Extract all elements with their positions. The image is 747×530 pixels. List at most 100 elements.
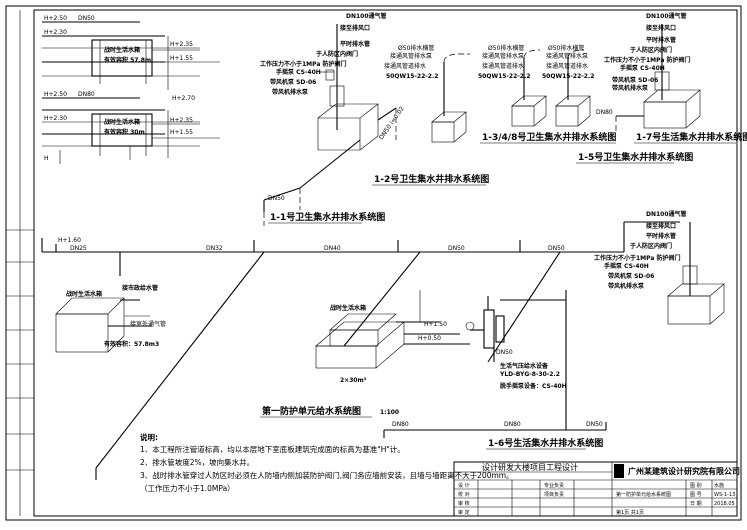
left-tank-details xyxy=(42,21,220,164)
pump-link-b: 接通风管道排水 xyxy=(384,62,426,70)
vent-label-3: DN100通气管 xyxy=(646,210,687,218)
subsystem-1-1-drawing xyxy=(263,187,301,226)
valve-note-2: 工作压力不小于1MPa 防护阀门 xyxy=(604,56,691,64)
pump-tank-label: 战时生活水箱 xyxy=(330,304,366,312)
outlet-label-3: 接至排风口 xyxy=(645,222,676,230)
label-h155-b: H+1.55 xyxy=(170,129,193,136)
inner-frame xyxy=(33,9,738,517)
label-dn50-1-1: DN50 xyxy=(268,195,285,202)
note-3: 3、战时排水管穿过人防区时必须在人防墙内侧加装防护阀门,阀门务应墙前安装，且墙与… xyxy=(140,470,514,480)
big-tank-label: 战时生活水箱 xyxy=(66,290,102,298)
company-name: 广州某建筑设计研究院有限公司 xyxy=(628,466,740,476)
feed-pump-model: YLD-BYG-8-30-2.2 xyxy=(499,371,560,378)
p50-label-b: Ø50排水横管 xyxy=(488,44,524,52)
label-h160: H+1.60 xyxy=(58,237,81,244)
tb-val-2: WS-1-13 xyxy=(714,492,735,498)
company-logo-icon xyxy=(614,464,624,478)
pump-tank-volume: 2×30m³ xyxy=(340,377,367,384)
tank1-volume: 有效容积 57.8m xyxy=(104,56,151,64)
vent-pipe-label: 接室外通气管 xyxy=(130,320,166,328)
note-4: （工作压力不小于1.0MPa） xyxy=(140,483,235,493)
pump-tank-1: 带风机排水泵 xyxy=(272,88,309,96)
pump-link-a: 接通风管排水泵 xyxy=(390,52,432,60)
subsystem-title-1-7: 1-7号生活集水井排水系统图 xyxy=(636,131,747,143)
label-h230-b: H+2.30 xyxy=(44,115,67,122)
label-h235-b: H+2.35 xyxy=(170,117,193,124)
subsystem-1-7-drawing xyxy=(615,24,701,132)
label-dn25: DN25 xyxy=(70,245,87,252)
pump-model-b: 50QW15-22-2.2 xyxy=(478,73,530,80)
wall-pipe-label-3: 平时排水管 xyxy=(646,232,676,240)
pump-model-cs-3: 手摇泵 CS-40H xyxy=(604,262,649,270)
pump-tank-2: 带风机排水泵 xyxy=(612,84,649,92)
pump-model-a: 50QW15-22-2.2 xyxy=(386,73,438,80)
title-block xyxy=(453,461,738,517)
tb-col-3: 日 期 xyxy=(690,501,702,507)
valve-note-3: 工作压力不小于1MPa 防护阀门 xyxy=(594,254,681,262)
notes-heading: 说明: xyxy=(140,432,158,442)
outlet-label-1: 接至排风口 xyxy=(339,24,370,32)
tb-col-1: 图 别 xyxy=(690,482,702,489)
vent-label-1: DN100通气管 xyxy=(346,12,387,20)
pump-model-sd-3: 带风机泵 SD-06 xyxy=(608,272,654,280)
label-dn32: DN32 xyxy=(206,245,223,252)
pump-tank-3: 带风机排水泵 xyxy=(608,282,645,290)
label-dn80-1-7: DN80 xyxy=(596,109,613,116)
label-dn80-b: DN80 xyxy=(78,91,95,98)
label-h155: H+1.55 xyxy=(170,55,193,62)
subsystem-1-6-drawing xyxy=(667,222,725,325)
door-label-2: 于人防区内阀门 xyxy=(630,46,672,54)
label-dn50-top: DN50 xyxy=(78,15,95,22)
tb-role-5: 专业负责 xyxy=(544,482,564,489)
pump-link-c: 接通风管道排水 xyxy=(482,62,524,70)
manual-pump-label: 脱手摇泵设备：CS-40H xyxy=(500,382,567,390)
tb-role-3: 审 核 xyxy=(458,500,470,507)
vent-label-2: DN100通气管 xyxy=(646,12,687,20)
tb-val-3: 2018.05 xyxy=(714,501,735,507)
label-h: H xyxy=(44,155,49,162)
label-dn50-main: DN50 xyxy=(448,245,465,252)
label-dn50-bottom: DN50 xyxy=(586,421,603,428)
label-dn80-bottom-a: DN80 xyxy=(392,421,409,428)
subsystem-1-3-drawing xyxy=(511,49,591,127)
label-dn80-bottom-b: DN80 xyxy=(504,421,521,428)
subsystem-title-1-3: 1-3/4/8号卫生集水井排水系统图 xyxy=(482,131,616,143)
big-water-tank xyxy=(55,297,152,353)
pump-sewage-b: 接通风管排水泵 xyxy=(482,52,524,60)
tank1-name: 战时生活水箱 xyxy=(104,46,140,54)
subsystem-title-1-6: 1-6号生活集水井排水系统图 xyxy=(488,437,603,449)
tb-role-1: 设 计 xyxy=(458,482,470,489)
valve-note-1: 工作压力不小于1MPa 防护阀门 xyxy=(260,60,347,68)
wall-pipe-label-1: 平时排水管 xyxy=(340,40,370,48)
door-label-3: 于人防区内阀门 xyxy=(630,242,672,250)
main-title: 第一防护单元给水系统图 xyxy=(262,405,361,417)
big-tank-volume: 有效容积：57.8m3 xyxy=(104,340,159,348)
center-pump-tanks xyxy=(315,290,566,369)
outer-frame xyxy=(5,5,742,521)
note-1: 1、本工程所注管道标高，均以本层地下室底板建筑完成面的标高为基准"H"计。 xyxy=(140,444,405,454)
label-h050: H+0.50 xyxy=(418,335,441,342)
subsystem-title-1-1: 1-1号卫生集水井排水系统图 xyxy=(270,211,385,223)
tb-sheet-no: 第1页 共1页 xyxy=(616,509,644,516)
label-dn40: DN40 xyxy=(324,245,341,252)
pump-model-c: 50QW15-22-2.2 xyxy=(542,73,594,80)
note-2: 2、排水管坡度2%，坡向集水井。 xyxy=(140,457,254,467)
main-supply-piping xyxy=(41,221,680,480)
pump-sewage-c: 接通风管排水泵 xyxy=(546,52,588,60)
label-h250-b: H+2.50 xyxy=(44,91,67,98)
tb-val-1: 水施 xyxy=(714,482,724,489)
tank2-volume: 有效容积 30m xyxy=(104,128,145,136)
label-h250: H+2.50 xyxy=(44,15,67,22)
wall-pipe-label-2: 平时排水管 xyxy=(646,36,676,44)
label-h235: H+2.35 xyxy=(170,41,193,48)
tank2-name: 战时生活水箱 xyxy=(104,118,140,126)
pump-model-sd-2: 带风机泵 SD-06 xyxy=(612,76,658,84)
main-scale: 1:100 xyxy=(380,409,399,416)
pump-model-cs-1: 手摇泵 CS-40H xyxy=(276,68,321,76)
feed-pump-label: 生活气压给水设备 xyxy=(500,362,549,370)
label-dn50-main-b: DN50 xyxy=(548,245,565,252)
inlet-label: 接市政给水管 xyxy=(121,284,158,292)
tb-role-6: 项目负责 xyxy=(544,491,564,498)
label-h270: H+2.70 xyxy=(172,95,195,102)
